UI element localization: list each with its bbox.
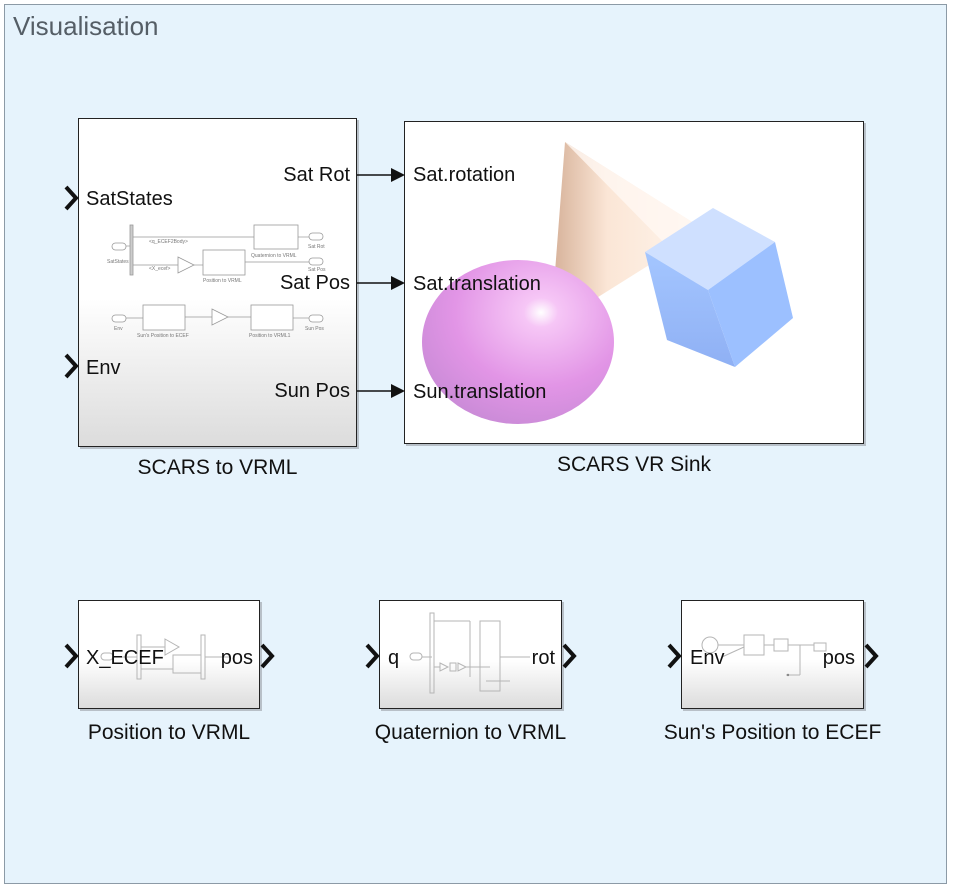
preview-label: Sun's Position to ECEF: [137, 333, 189, 339]
quaternion-preview: [409, 612, 530, 694]
cone-shape: [555, 142, 705, 304]
position-to-vrml-name: Position to VRML: [87, 721, 251, 744]
port-sat-rotation: Sat.rotation: [413, 164, 516, 186]
cube-shape: [645, 208, 793, 367]
port-sun-pos: Sun Pos: [274, 380, 350, 402]
quaternion-to-vrml-block[interactable]: q rot: [379, 600, 562, 709]
preview-label: Position to VRML: [203, 278, 242, 284]
port-sat-translation: Sat.translation: [413, 273, 541, 295]
preview-bus-selector: [129, 224, 134, 276]
scars-to-vrml-block[interactable]: SatStates <q_ECEF2Body> <X_ecef> Quatern…: [78, 118, 357, 447]
preview-block-position: [202, 249, 246, 276]
preview-label: Sat Pos: [308, 267, 326, 273]
preview-label: <X_ecef>: [149, 266, 170, 272]
preview-label: Sun Pos: [305, 326, 324, 332]
sun-position-block[interactable]: Env pos: [681, 600, 864, 709]
scars-vr-sink-name: SCARS VR Sink: [556, 453, 712, 476]
sun-position-preview: [701, 634, 827, 677]
preview-inport-satstates: [111, 242, 127, 251]
preview-inport-env: [111, 314, 127, 323]
port-env-input: Env: [690, 647, 725, 669]
port-sun-translation: Sun.translation: [413, 381, 547, 403]
preview-label: Position to VRML1: [249, 333, 291, 339]
preview-gain: [177, 256, 195, 274]
preview-gain-2: [211, 308, 229, 326]
port-satstates: SatStates: [86, 188, 173, 210]
port-sat-rot: Sat Rot: [283, 164, 350, 186]
sun-position-name: Sun's Position to ECEF: [663, 721, 882, 744]
port-env: Env: [86, 357, 121, 379]
area-title: Visualisation: [13, 11, 159, 41]
port-sat-pos: Sat Pos: [279, 272, 350, 294]
preview-label: Sat Rot: [308, 244, 325, 250]
preview-label: Env: [114, 326, 123, 332]
preview-block-quaternion: [253, 224, 299, 250]
preview-label: SatStates: [107, 259, 129, 265]
preview-label: <q_ECEF2Body>: [149, 239, 188, 245]
port-rot: rot: [531, 647, 555, 669]
preview-block-position1: [250, 304, 294, 331]
preview-outport-sunpos: [308, 314, 324, 323]
port-x-ecef: X_ECEF: [86, 647, 164, 669]
port-pos: pos: [220, 647, 253, 669]
preview-block-sun: [142, 304, 186, 331]
quaternion-to-vrml-name: Quaternion to VRML: [374, 721, 567, 744]
position-to-vrml-block[interactable]: X_ECEF pos: [78, 600, 260, 709]
subsystem-preview: SatStates <q_ECEF2Body> <X_ecef> Quatern…: [107, 224, 326, 339]
scars-to-vrml-name: SCARS to VRML: [137, 456, 298, 479]
position-preview: [100, 634, 229, 680]
vr-scene-preview: [422, 142, 793, 424]
sphere-shape: [422, 260, 614, 424]
preview-label: Quaternion to VRML: [251, 253, 297, 259]
preview-outport-satrot: [308, 232, 324, 241]
port-q: q: [388, 647, 400, 669]
preview-outport-satpos: [308, 257, 324, 266]
scars-vr-sink-block[interactable]: Sat.rotation Sat.translation Sun.transla…: [404, 121, 864, 444]
port-pos-output: pos: [822, 647, 855, 669]
